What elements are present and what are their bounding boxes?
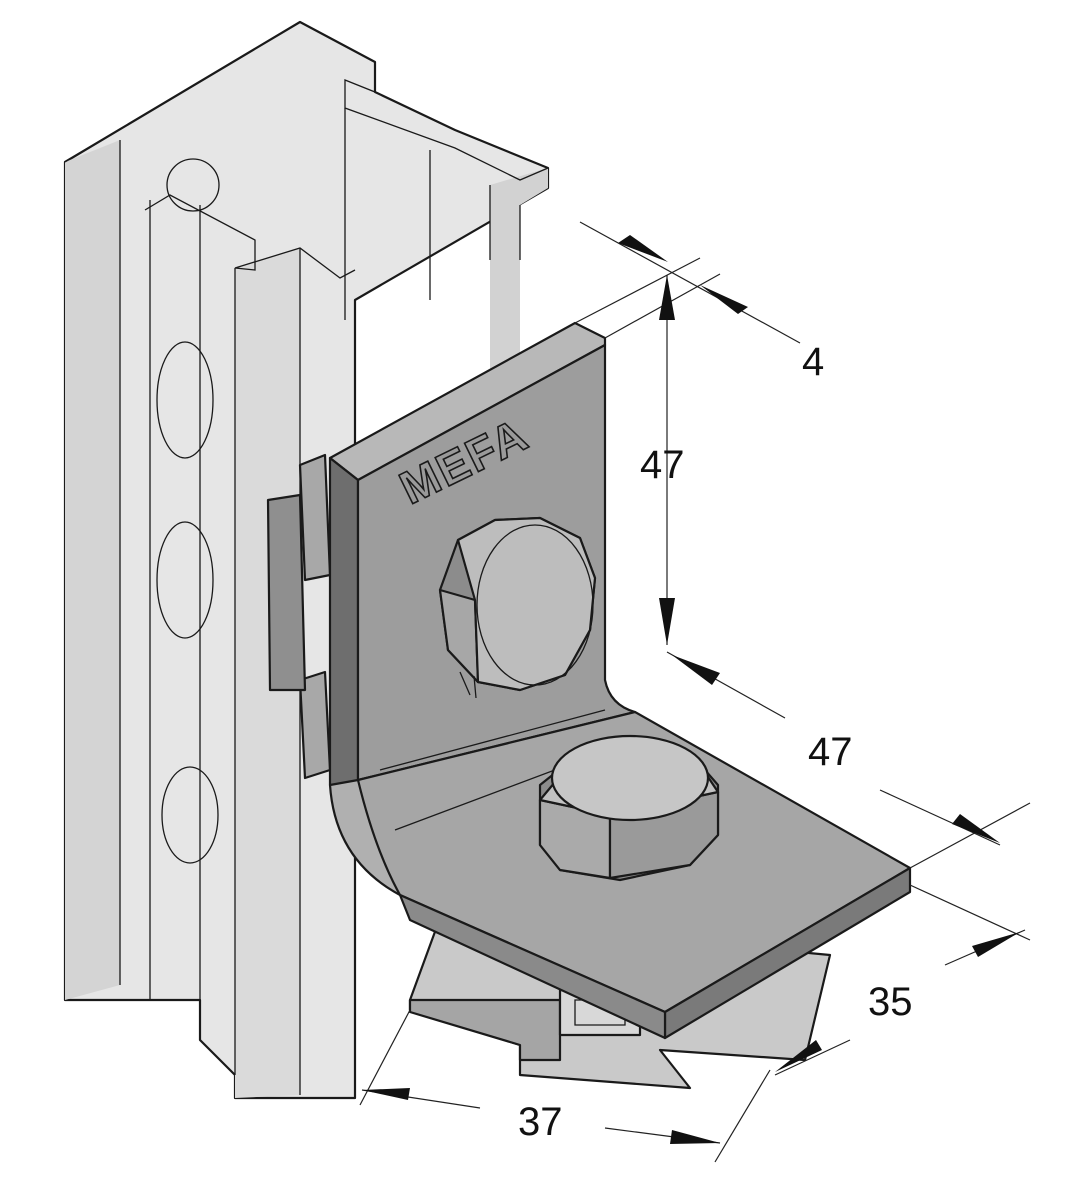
dim-vertical-label: 47 <box>640 443 685 487</box>
lower-hex-bolt <box>538 734 720 882</box>
bracket-side-edge <box>328 456 360 792</box>
rail-hole-1 <box>156 341 214 459</box>
dim-width-label: 37 <box>518 1100 563 1144</box>
upper-hex-bolt <box>438 516 597 699</box>
rail-hole-3 <box>161 766 219 864</box>
rail-top-lip <box>64 21 549 181</box>
dimension-thickness: 4 <box>574 221 824 384</box>
rail-inner-lip <box>144 194 356 279</box>
dimension-horizontal-leg: 47 <box>666 651 1031 869</box>
rail-shade-left <box>65 140 120 1000</box>
rail-hole-top <box>166 158 220 212</box>
dimension-vertical-leg: 47 <box>640 275 685 645</box>
dimension-width: 37 <box>359 1009 771 1163</box>
dimension-depth: 35 <box>774 884 1031 1076</box>
lower-bolt-head <box>550 734 710 822</box>
rail-shade-mid <box>235 248 300 1098</box>
rail-hole-2 <box>156 521 214 639</box>
dim-depth-label: 35 <box>868 980 913 1024</box>
dim-horizontal-label: 47 <box>808 730 853 774</box>
angle-bracket: MEFA <box>328 321 912 1040</box>
dim-thickness-label: 4 <box>802 340 824 384</box>
channel-nut <box>266 453 332 780</box>
